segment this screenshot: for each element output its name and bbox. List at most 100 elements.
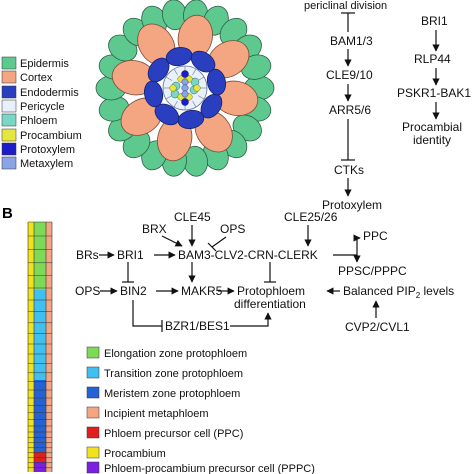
swatch	[86, 406, 100, 419]
phloem-zone	[34, 222, 46, 290]
phloem-zone	[34, 452, 46, 462]
legend-tissues: Epidermis Cortex Endodermis Pericycle Ph…	[1, 56, 82, 170]
endodermis-cell	[206, 68, 227, 96]
legend-label: Metaxylem	[20, 158, 73, 170]
node-protoxylem: Protoxylem	[322, 198, 382, 212]
endodermis-cell	[165, 46, 193, 67]
pathway-procambial-identity: BRI1 RLP44 PSKR1-BAK1 Procambial identit…	[397, 14, 471, 147]
legend-label: Cortex	[20, 72, 53, 84]
swatch	[86, 366, 100, 379]
pip-subscript: 2	[416, 291, 421, 300]
endodermis-cell	[154, 103, 180, 126]
phloem-zone	[34, 380, 46, 452]
swatch-cortex	[1, 70, 17, 84]
legend-item-cortex: Cortex	[1, 70, 53, 84]
pericycle-wall	[197, 76, 205, 81]
legend-item-endodermis: Endodermis	[1, 85, 79, 99]
legend-item-procambium: Procambium	[1, 128, 82, 142]
swatch	[86, 386, 100, 399]
procambium-column	[28, 222, 34, 472]
metaxylem-cell	[181, 84, 189, 92]
endodermis-cell	[177, 109, 205, 130]
signaling-network: BRX CLE45 OPS CLE25/26 PPC BRs BRI1 BAM3…	[75, 210, 454, 334]
node-ops-left: OPS	[75, 284, 100, 298]
legend-label: Phloem	[20, 115, 57, 127]
node-bin2: BIN2	[120, 284, 147, 298]
legend-item-metaxylem: Metaxylem	[1, 156, 73, 170]
node-cle2526: CLE25/26	[284, 210, 338, 224]
node-pskr1-bak1: PSKR1-BAK1	[397, 86, 471, 100]
legend-item-meristem: Meristem zone protophloem	[86, 386, 240, 400]
edge-bin2-bzr	[132, 300, 162, 327]
node-procambial: Procambial	[402, 120, 462, 134]
panel-b-label: B	[2, 205, 13, 222]
pericycle-wall	[165, 76, 173, 81]
legend-label: Elongation zone protophloem	[104, 348, 247, 360]
node-identity: identity	[413, 133, 451, 147]
legend-item-protoxylem: Protoxylem	[1, 142, 75, 156]
swatch	[86, 461, 100, 474]
pericycle-wall	[192, 100, 197, 108]
node-rlp44: RLP44	[414, 52, 451, 66]
legend-label: Endodermis	[20, 87, 79, 99]
balanced-text: Balanced PIP	[343, 284, 416, 298]
node-makr5: MAKR5	[181, 284, 223, 298]
inhibition-bar	[207, 242, 217, 252]
edge-clerk-ppc	[333, 234, 361, 256]
edge-bzr-protophloem	[230, 312, 272, 327]
node-ppsc-pppc: PPSC/PPPC	[338, 264, 407, 278]
swatch-protoxylem	[1, 142, 17, 156]
protophloem-cell-file	[27, 221, 53, 472]
root-cross-section	[95, 0, 275, 177]
node-cvp2-cvl1: CVP2/CVL1	[345, 320, 410, 334]
edge-ops-bam3	[211, 236, 227, 248]
endodermis-cell	[190, 50, 216, 73]
legend-item-pericycle: Pericycle	[1, 99, 65, 113]
node-ppc: PPC	[363, 229, 388, 243]
protoxylem-cell	[181, 98, 189, 106]
legend-label: Pericycle	[20, 101, 65, 113]
node-bri1: BRI1	[421, 14, 448, 28]
epidermis-cell	[240, 54, 272, 80]
node-ctks: CTKs	[334, 163, 364, 177]
swatch-endodermis	[1, 85, 17, 99]
endodermis-cell	[147, 57, 170, 83]
node-differentiation: differentiation	[234, 297, 306, 311]
legend-label: Procambium	[20, 130, 82, 142]
procambium-cell	[169, 84, 177, 92]
legend-item-procambium-b: Procambium	[86, 446, 166, 460]
node-periclinal-division: periclinal division	[304, 0, 387, 12]
legend-label: Phloem-procambium precursor cell (PPPC)	[104, 463, 315, 474]
node-bam13: BAM1/3	[330, 34, 373, 48]
protoxylem-cell	[181, 70, 189, 78]
legend-item-pppc: Phloem-procambium precursor cell (PPPC)	[86, 461, 315, 474]
legend-item-ppc: Phloem precursor cell (PPC)	[86, 426, 243, 440]
metaphloem-column	[46, 222, 52, 472]
swatch	[86, 446, 100, 459]
legend-label: Procambium	[104, 448, 166, 460]
pathway-protoxylem: periclinal division BAM1/3 CLE9/10 ARR5/…	[304, 0, 387, 212]
swatch	[86, 426, 100, 439]
node-bam3-complex: BAM3-CLV2-CRN-CLERK	[178, 248, 318, 262]
swatch-pericycle	[1, 99, 17, 113]
node-bri1-b: BRI1	[117, 248, 144, 262]
legend-label: Phloem precursor cell (PPC)	[104, 428, 243, 440]
pericycle-wall	[173, 100, 178, 108]
phloem-zone	[34, 462, 46, 472]
legend-item-epidermis: Epidermis	[1, 56, 69, 70]
metaxylem-cell	[181, 78, 189, 86]
pericycle-wall	[197, 95, 205, 100]
phloem-zone	[34, 290, 46, 380]
swatch-phloem	[1, 113, 17, 127]
swatch-procambium	[1, 128, 17, 142]
node-brs: BRs	[76, 248, 99, 262]
node-cle910: CLE9/10	[326, 68, 373, 82]
node-bzr1-bes1: BZR1/BES1	[165, 319, 230, 333]
legend-label: Transition zone protophloem	[104, 368, 243, 380]
node-protophloem: Protophloem	[237, 284, 305, 298]
levels-text: levels	[420, 284, 454, 298]
legend-cell-types: Elongation zone protophloem Transition z…	[86, 346, 315, 474]
legend-item-transition: Transition zone protophloem	[86, 366, 243, 380]
node-balanced-pip: Balanced PIP2 levels	[343, 284, 454, 300]
